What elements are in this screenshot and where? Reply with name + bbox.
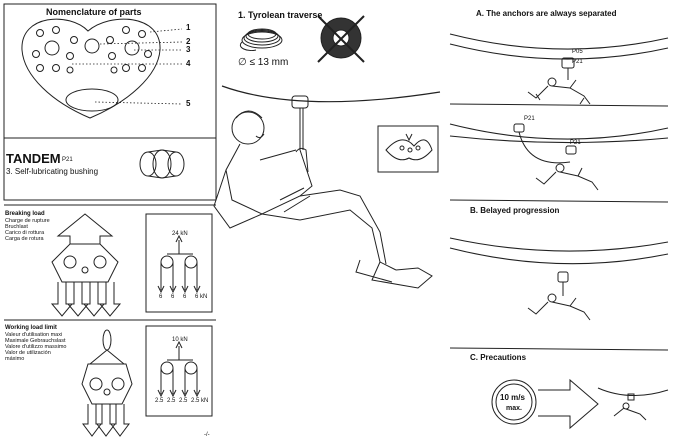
big-arrow [538, 378, 599, 430]
working-load-b2: 2.5 [167, 398, 176, 404]
label-p05: P05 [572, 49, 583, 55]
working-load-b1: 2.5 [155, 398, 164, 404]
person-on-rope [213, 110, 433, 289]
tyrolean-rope [221, 85, 441, 103]
working-load-label-it: Valore d'utilizzo massimo [5, 344, 67, 350]
climber-a1 [527, 77, 591, 105]
breaking-load-label-it: Carico di rottura [5, 230, 45, 236]
label-p21-a2b: P21 [570, 140, 581, 146]
section-a-title: A. The anchors are always separated [476, 9, 617, 18]
bushing-label: 3. Self-lubricating bushing [6, 167, 99, 176]
right-column-diagrams [449, 33, 669, 430]
label-p21-a1: P21 [572, 59, 583, 65]
product-ref: P21 [62, 157, 73, 163]
working-load-label-es: Valor de utilización [5, 350, 51, 356]
working-load-top: 10 kN [172, 337, 188, 343]
section-c-title: C. Precautions [470, 353, 527, 362]
breaking-load-label-de: Bruchlast [5, 224, 28, 230]
breaking-load-b1: 6 [159, 294, 163, 300]
breaking-load-label-fr: Charge de rupture [5, 218, 50, 224]
callout-2: 2 [186, 37, 191, 46]
callout-1: 1 [186, 23, 191, 32]
breaking-load-b2: 6 [171, 294, 175, 300]
climber-c [613, 402, 647, 421]
breaking-load-top: 24 kN [172, 231, 188, 237]
callout-4: 4 [186, 59, 191, 68]
bushing-drawing [139, 149, 185, 179]
speed-value: 10 m/s [500, 393, 525, 402]
climber-b [527, 293, 591, 321]
callout-5: 5 [186, 99, 191, 108]
working-load-label-fr: Valeur d'utilisation maxi [5, 332, 63, 338]
pulley-plate [21, 18, 161, 119]
working-load-b3: 2.5 [179, 398, 188, 404]
working-load-diagram [4, 319, 216, 437]
nomenclature-panel [3, 3, 217, 201]
tyrolean-illustration [213, 15, 441, 289]
working-load-label-en: Working load limit [5, 325, 57, 331]
breaking-load-label-es: Carga de rotura [5, 236, 44, 242]
cable-drum-crossed [317, 15, 365, 63]
rope-spec: ∅ ≤ 13 mm [238, 57, 289, 68]
rope-coil [240, 28, 283, 51]
tyrolean-title: 1. Tyrolean traverse [238, 10, 323, 20]
speed-badge [491, 379, 537, 425]
breaking-load-diagram [4, 204, 216, 317]
speed-note: max. [506, 405, 522, 412]
inset-frame [377, 125, 439, 173]
working-load-label-de: Maximale Gebrauchslast [5, 338, 66, 344]
product-name: TANDEM [6, 151, 61, 166]
working-load-b4: 2.5 kN [191, 398, 209, 404]
breaking-load-b3: 6 [183, 294, 187, 300]
breaking-load-label-en: Breaking load [5, 211, 45, 217]
nomenclature-title: Nomenclature of parts [46, 7, 142, 17]
attachment-hole [65, 88, 119, 112]
section-b-title: B. Belayed progression [470, 206, 560, 215]
climber-a2 [535, 163, 599, 191]
working-load-label-es2: máximo [5, 356, 25, 362]
footer-mark: -/- [204, 432, 210, 438]
breaking-load-b4: 6 kN [195, 294, 208, 300]
callout-3: 3 [186, 45, 191, 54]
label-p21-a2a: P21 [524, 116, 535, 122]
